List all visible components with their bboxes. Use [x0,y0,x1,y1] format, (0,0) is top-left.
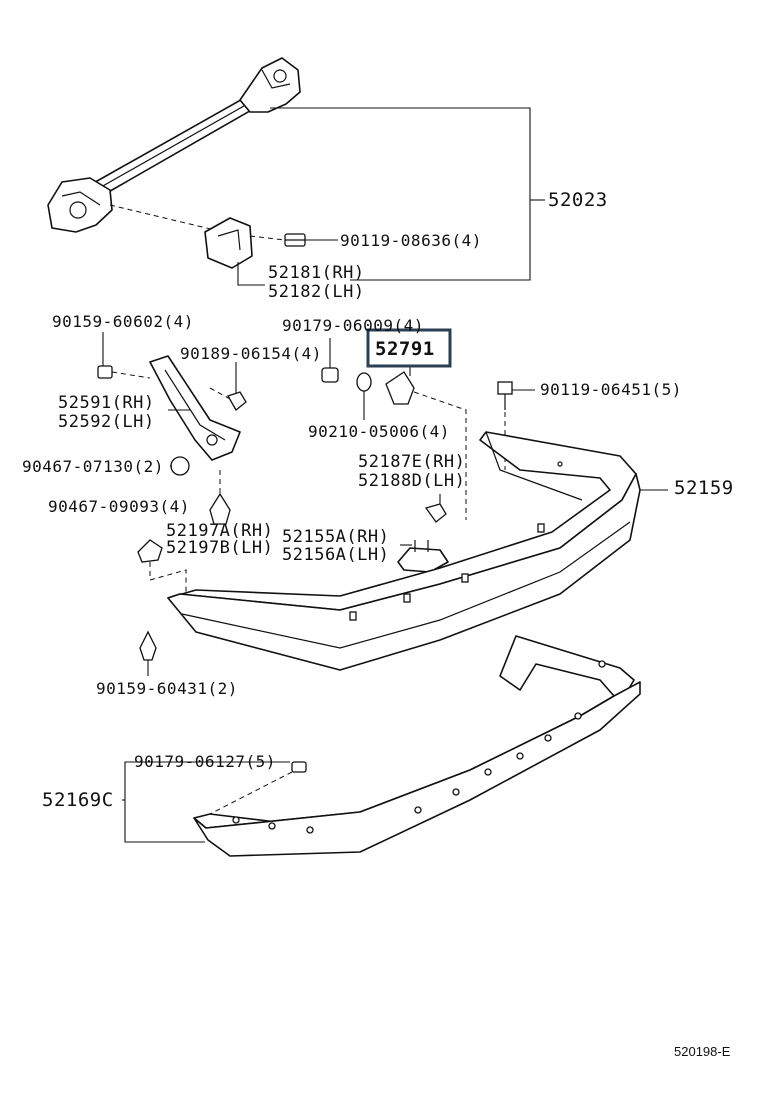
side-bracket [149,355,241,461]
screw-lower-icon [139,630,157,661]
label-52023: 52023 [548,189,608,211]
label-bumper-cover: 52159 [674,477,734,499]
nut-lower-icon [291,761,307,773]
bumper-cover [167,431,641,671]
label-grommet-a: 90467-07130(2) [22,457,164,476]
label-bolt-right: 90119-06451(5) [540,380,682,399]
seal-icon [137,539,163,563]
label-screw-lower: 90159-60431(2) [96,679,238,698]
label-screw-left: 90159-60602(4) [52,312,194,331]
label-side-lh: 52592(LH) [58,412,155,432]
highlighted-part-icon [385,371,415,405]
label-side-rh: 52591(RH) [58,393,155,413]
label-support-rh: 52155A(RH) [282,527,389,547]
grommet-icon [170,456,190,476]
label-bolt-top: 90119-08636(4) [340,231,482,250]
label-seal-lh: 52197B(LH) [166,538,273,558]
bolt-icon [284,233,306,247]
label-grommet-b: 90467-09093(4) [48,497,190,516]
support-icon [397,540,449,573]
grommet-icon-2 [209,492,231,525]
highlight-box [366,328,452,368]
label-nut-lower: 90179-06127(5) [134,752,276,771]
washer-icon [356,372,372,392]
screw-icon [97,365,113,379]
bumper-reinforcement [47,57,301,233]
diagram-code: 520198-E [674,1044,731,1059]
label-support-lh: 52156A(LH) [282,545,389,565]
label-bracket-lh: 52182(LH) [268,282,365,302]
label-nut: 90179-06009(4) [282,316,424,335]
cover-clips [349,523,545,621]
clip-icon [227,391,247,411]
bracket-52181 [204,217,253,269]
retainer-icon [424,503,447,523]
label-lower-cover: 52169C [42,789,114,811]
label-bracket-rh: 52181(RH) [268,263,365,283]
bolt-right-icon [497,381,513,410]
nut-icon [321,367,339,383]
label-retainer-rh: 52187E(RH) [358,452,465,472]
label-retainer-lh: 52188D(LH) [358,471,465,491]
label-washer: 90210-05006(4) [308,422,450,441]
label-highlighted: 52791 [375,338,435,360]
lower-cover [193,635,641,857]
label-seal-rh: 52197A(RH) [166,521,273,541]
label-clip-upper: 90189-06154(4) [180,344,322,363]
